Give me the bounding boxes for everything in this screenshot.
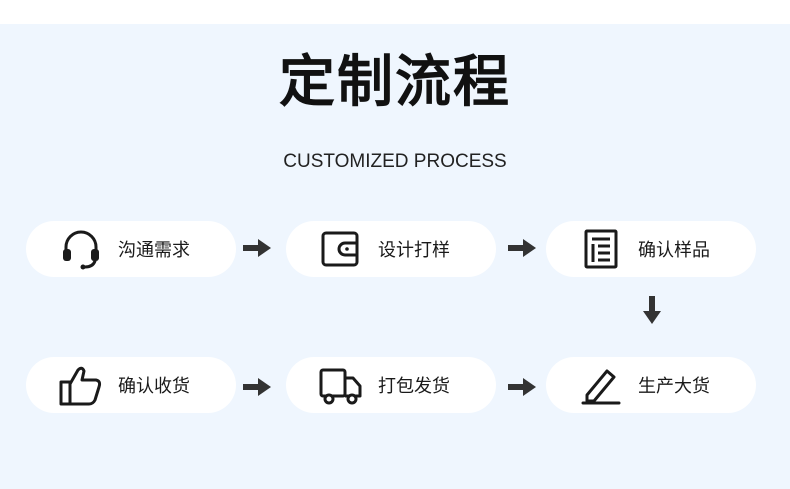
- step-label: 打包发货: [378, 376, 450, 397]
- step-label: 确认收货: [118, 376, 190, 397]
- page-title: 定制流程: [275, 50, 515, 116]
- wallet-icon: [318, 226, 364, 272]
- step-label: 生产大货: [638, 376, 710, 397]
- step-label: 沟通需求: [118, 240, 190, 261]
- step-communicate: 沟通需求: [26, 221, 236, 277]
- step-mass-production: 生产大货: [546, 357, 756, 413]
- step-label: 设计打样: [378, 240, 450, 261]
- arrow-right-icon: [508, 378, 536, 396]
- arrow-right-icon: [243, 239, 271, 257]
- truck-icon: [318, 362, 364, 408]
- arrow-right-icon: [243, 378, 271, 396]
- page-subtitle: CUSTOMIZED PROCESS: [283, 151, 507, 172]
- arrow-right-icon: [508, 239, 536, 257]
- step-confirm-sample: 确认样品: [546, 221, 756, 277]
- headset-icon: [58, 226, 104, 272]
- pencil-icon: [578, 362, 624, 408]
- thumbs-up-icon: [58, 362, 104, 408]
- step-pack-ship: 打包发货: [286, 357, 496, 413]
- document-icon: [578, 226, 624, 272]
- step-label: 确认样品: [638, 240, 710, 261]
- title-block: 定制流程: [0, 50, 790, 116]
- arrow-down-icon: [643, 296, 661, 324]
- step-confirm-receipt: 确认收货: [26, 357, 236, 413]
- step-design-sample: 设计打样: [286, 221, 496, 277]
- page-title-text: 定制流程: [279, 50, 511, 115]
